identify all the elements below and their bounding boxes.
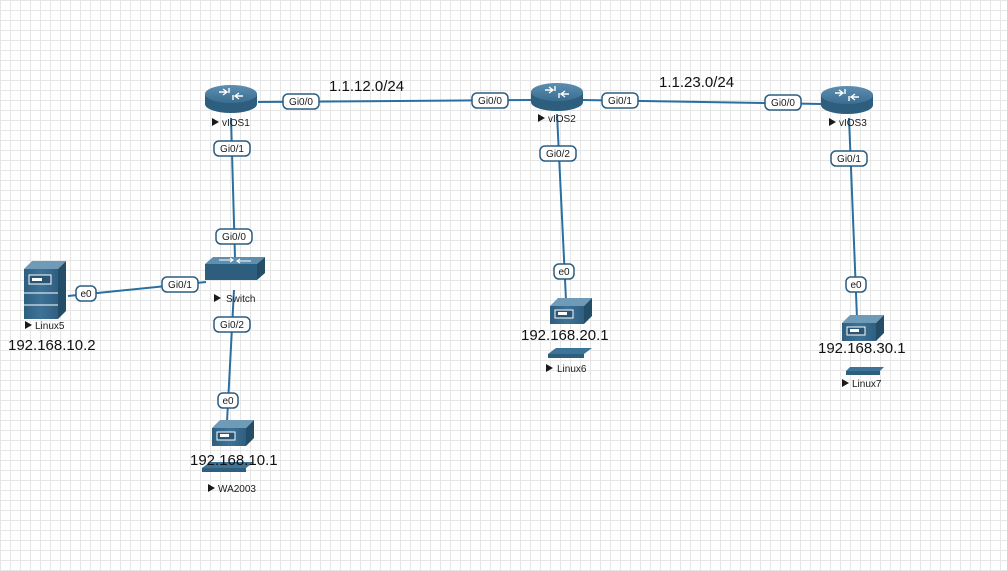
router-vios3[interactable] [821,86,873,114]
node-label-vios2: vIOS2 [538,114,576,125]
port-label: Gi0/0 [222,232,246,243]
router-icon [821,86,873,114]
switch-node[interactable] [205,257,265,280]
port-vios1-gi00[interactable]: Gi0/0 [282,93,320,110]
router-vios2[interactable] [531,83,583,111]
port-vios2-gi00[interactable]: Gi0/0 [471,92,509,109]
server-linux6[interactable] [548,298,592,358]
port-label: Gi0/0 [478,96,502,107]
play-icon [829,118,836,126]
port-label: Gi0/2 [546,149,570,160]
switch-icon [205,257,265,280]
links [67,99,858,423]
ip-label-wa2003: 192.168.10.1 [190,452,278,469]
play-icon [25,321,32,329]
port-vios2-gi02[interactable]: Gi0/2 [539,145,577,162]
router-icon [531,83,583,111]
play-icon [208,484,215,492]
server-icon [842,315,884,375]
port-label: e0 [850,280,862,291]
node-label-linux7: Linux7 [842,379,882,390]
port-label: e0 [222,396,234,407]
server-linux7[interactable] [842,315,884,375]
port-label: e0 [80,289,92,300]
server-linux5[interactable] [24,261,66,319]
label-linux7: Linux7 [852,379,882,390]
server-icon [24,261,66,319]
play-icon [214,294,221,302]
node-label-linux5: Linux5 [25,321,65,332]
ip-label-linux6: 192.168.20.1 [521,327,609,344]
server-icon [548,298,592,358]
node-label-wa2003: WA2003 [208,484,256,495]
port-vios1-gi01[interactable]: Gi0/1 [213,140,251,157]
port-label: Gi0/1 [220,144,244,155]
port-vios3-gi01[interactable]: Gi0/1 [830,150,868,167]
port-linux6-e0[interactable]: e0 [553,263,575,280]
port-wa2003-e0[interactable]: e0 [217,392,239,409]
node-label-vios3: vIOS3 [829,118,867,129]
ip-label-linux5: 192.168.10.2 [8,337,96,354]
port-linux7-e0[interactable]: e0 [845,276,867,293]
node-label-vios1: vIOS1 [212,118,250,129]
label-vios1: vIOS1 [222,118,250,129]
label-switch: Switch [226,294,255,305]
port-label: Gi0/1 [608,96,632,107]
node-label-linux6: Linux6 [546,364,587,375]
play-icon [842,379,849,387]
label-linux6: Linux6 [557,364,587,375]
port-linux5-e0[interactable]: e0 [75,285,97,302]
play-icon [546,364,553,372]
port-switch-gi01[interactable]: Gi0/1 [161,276,199,293]
port-label: Gi0/1 [168,280,192,291]
play-icon [212,118,219,126]
port-vios2-gi01[interactable]: Gi0/1 [601,92,639,109]
node-label-switch: Switch [214,294,255,305]
server-wa2003[interactable] [202,420,254,472]
port-label: Gi0/0 [771,98,795,109]
server-icon [202,420,254,472]
port-switch-gi00[interactable]: Gi0/0 [215,228,253,245]
label-vios3: vIOS3 [839,118,867,129]
label-linux5: Linux5 [35,321,65,332]
label-wa2003: WA2003 [218,484,256,495]
port-vios3-gi00[interactable]: Gi0/0 [764,94,802,111]
network-label-12: 1.1.12.0/24 [329,78,404,95]
port-label: Gi0/1 [837,154,861,165]
router-vios1[interactable] [205,85,257,113]
network-label-23: 1.1.23.0/24 [659,74,734,91]
ip-label-linux7: 192.168.30.1 [818,340,906,357]
port-label: Gi0/0 [289,97,313,108]
play-icon [538,114,545,122]
label-vios2: vIOS2 [548,114,576,125]
port-label: Gi0/2 [220,320,244,331]
router-icon [205,85,257,113]
port-switch-gi02[interactable]: Gi0/2 [213,316,251,333]
port-label: e0 [558,267,570,278]
